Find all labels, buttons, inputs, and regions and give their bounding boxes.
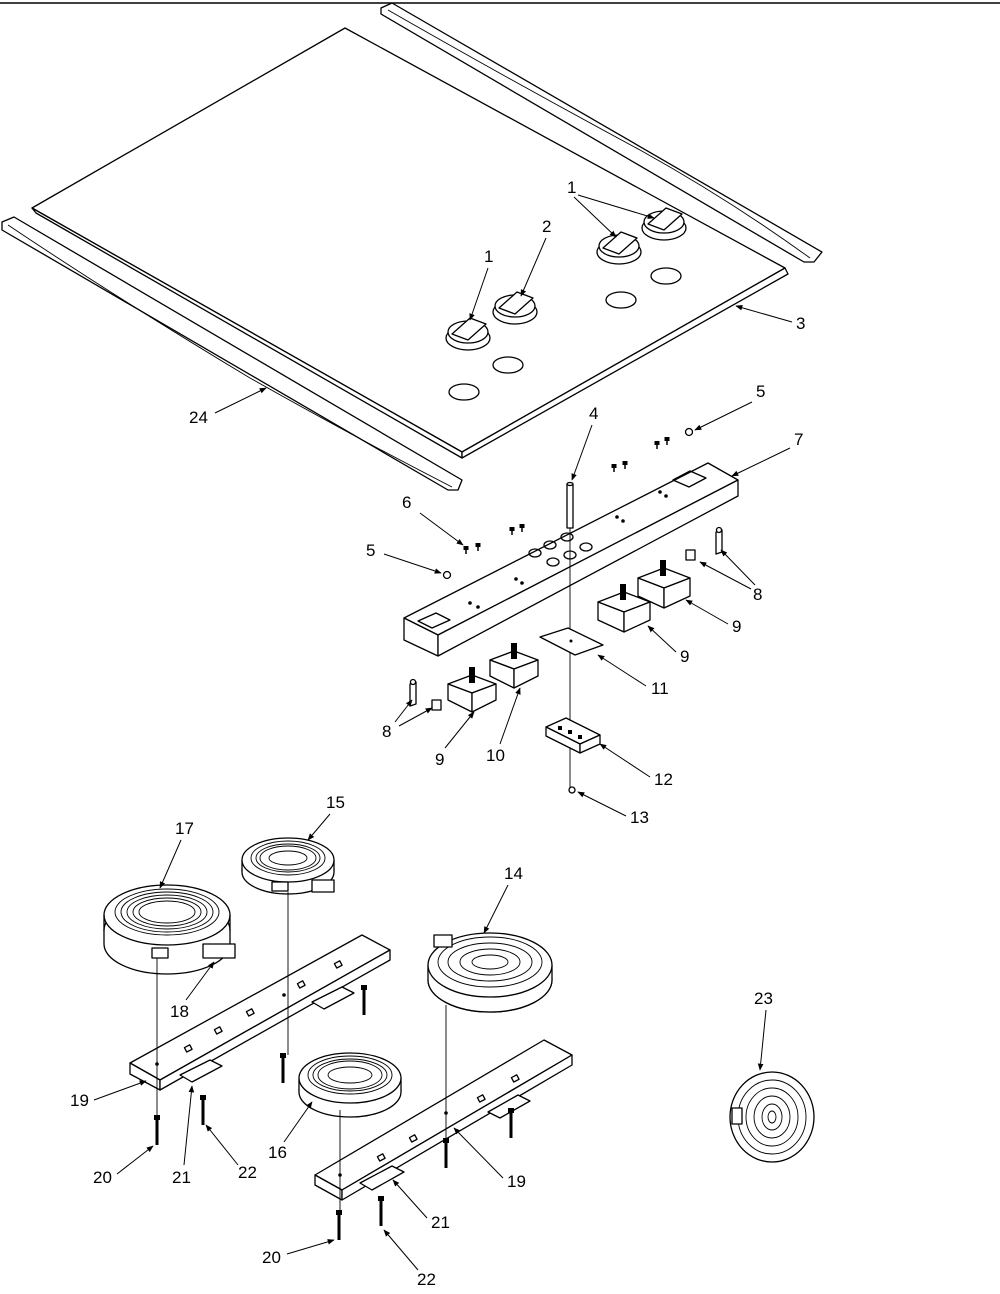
callout-8b: 8: [382, 699, 433, 741]
callout-11: 11: [597, 654, 669, 698]
svg-text:5: 5: [366, 541, 375, 560]
infinite-switch-mid: [597, 584, 651, 633]
cooktop-top-panel: [31, 27, 789, 459]
callout-9c: 9: [435, 711, 475, 769]
svg-text:21: 21: [431, 1213, 450, 1232]
svg-text:5: 5: [756, 382, 765, 401]
svg-text:1: 1: [484, 247, 493, 266]
bracket-holes: [468, 490, 668, 609]
nut-right: [684, 427, 694, 437]
callout-15: 15: [307, 793, 345, 841]
svg-text:19: 19: [70, 1091, 89, 1110]
callout-12: 12: [599, 743, 673, 789]
svg-text:2: 2: [542, 217, 551, 236]
control-panel-bracket: [403, 462, 739, 657]
indicator-light-left: [409, 678, 442, 711]
callout-4: 4: [571, 404, 598, 481]
callout-20b: 20: [262, 1239, 335, 1267]
locating-pin: [566, 481, 574, 529]
element-support-bracket-left: [129, 934, 391, 1091]
svg-text:21: 21: [172, 1168, 191, 1187]
svg-text:14: 14: [504, 864, 523, 883]
callout-20a: 20: [93, 1145, 154, 1187]
svg-text:22: 22: [238, 1163, 257, 1182]
svg-text:23: 23: [754, 989, 773, 1008]
clips: [179, 986, 531, 1191]
callout-5a: 5: [694, 382, 765, 431]
svg-text:20: 20: [262, 1248, 281, 1267]
side-trim-rear: [380, 2, 823, 263]
callout-22a: 22: [205, 1124, 257, 1182]
callout-21a: 21: [172, 1085, 195, 1187]
callout-17: 17: [159, 819, 194, 889]
svg-text:4: 4: [589, 404, 598, 423]
callout-7: 7: [731, 430, 803, 477]
surface-element-large-right: [427, 932, 553, 1013]
callout-19b: 19: [453, 1127, 526, 1191]
svg-text:17: 17: [175, 819, 194, 838]
svg-text:7: 7: [794, 430, 803, 449]
callout-21b: 21: [392, 1179, 450, 1232]
nut-left: [442, 570, 452, 580]
infinite-switch-front: [447, 667, 497, 713]
callout-1b: 1: [469, 247, 493, 321]
indicator-light-right: [685, 526, 723, 561]
callout-24: 24: [189, 387, 267, 427]
svg-text:9: 9: [732, 617, 741, 636]
svg-text:10: 10: [486, 746, 505, 765]
svg-text:8: 8: [753, 585, 762, 604]
svg-text:1: 1: [567, 178, 576, 197]
svg-text:9: 9: [680, 647, 689, 666]
callout-23: 23: [754, 989, 773, 1071]
svg-text:9: 9: [435, 750, 444, 769]
svg-text:11: 11: [651, 679, 669, 698]
knob-front-right: [596, 231, 642, 265]
svg-text:18: 18: [170, 1002, 189, 1021]
callout-1a: 1: [567, 178, 655, 238]
callout-2: 2: [520, 217, 551, 297]
terminal-nut: [568, 786, 576, 794]
burner-knob-holes: [448, 267, 682, 401]
infinite-switch-rear: [637, 560, 691, 609]
knob-front-left: [445, 317, 491, 351]
callout-9a: 9: [685, 599, 741, 636]
callout-14: 14: [483, 864, 523, 934]
callout-16: 16: [268, 1101, 313, 1162]
surface-element-large-left: [103, 884, 236, 975]
svg-text:8: 8: [382, 722, 391, 741]
svg-text:12: 12: [654, 770, 673, 789]
svg-text:22: 22: [417, 1270, 436, 1289]
surface-element-small-top: [241, 837, 335, 895]
svg-text:3: 3: [796, 314, 805, 333]
callout-6: 6: [402, 493, 464, 546]
side-trim-front: [1, 216, 463, 491]
svg-text:15: 15: [326, 793, 345, 812]
callout-13: 13: [577, 791, 649, 827]
svg-text:19: 19: [507, 1172, 526, 1191]
svg-text:13: 13: [630, 808, 649, 827]
surface-element-small-bottom: [298, 1052, 402, 1118]
switch-10: [489, 643, 539, 689]
radiant-coil-element: [729, 1071, 815, 1163]
callout-22b: 22: [383, 1229, 436, 1289]
callout-3: 3: [735, 305, 805, 333]
knob-rear-left: [492, 291, 538, 325]
terminal-block: [545, 717, 601, 754]
svg-text:20: 20: [93, 1168, 112, 1187]
svg-text:24: 24: [189, 408, 208, 427]
callout-9b: 9: [647, 625, 689, 666]
callout-10: 10: [486, 687, 521, 765]
callout-19a: 19: [70, 1080, 147, 1110]
element-support-bracket-right: [314, 1039, 573, 1201]
svg-text:16: 16: [268, 1143, 287, 1162]
element-centerlines: [156, 892, 447, 1212]
callout-18: 18: [170, 961, 215, 1021]
insulation-pad: [539, 627, 604, 656]
callout-8a: 8: [699, 549, 762, 604]
callout-5b: 5: [366, 541, 442, 574]
svg-text:6: 6: [402, 493, 411, 512]
